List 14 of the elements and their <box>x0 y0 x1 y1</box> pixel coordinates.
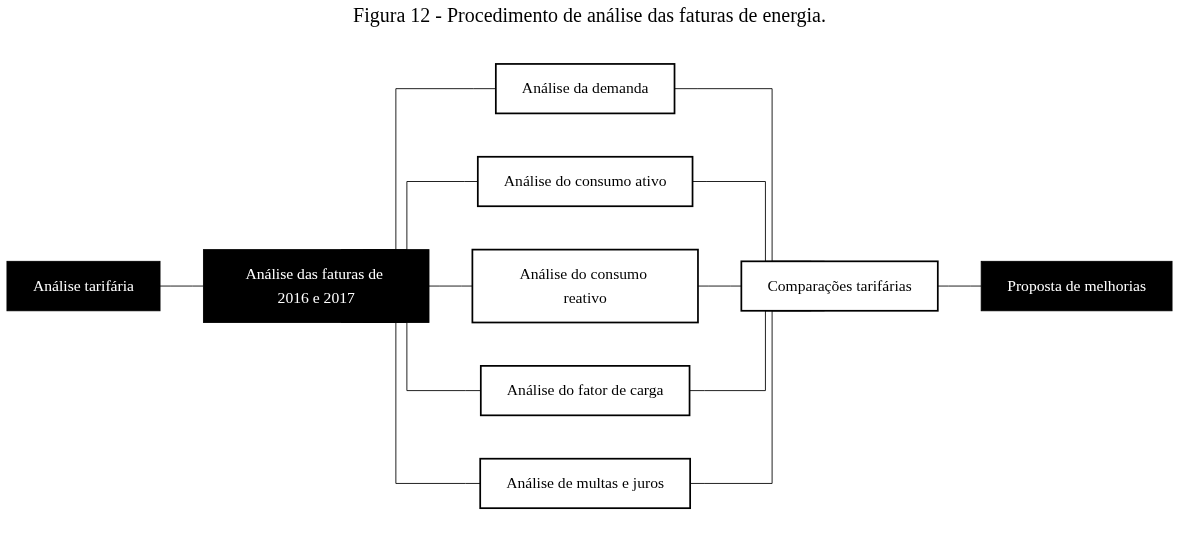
node-box: Análise do consumo ativo <box>476 155 694 208</box>
node-box: Análise tarifária <box>6 260 161 312</box>
node-box: Análise do consumo reativo <box>471 248 699 324</box>
node-box: Análise de multas e juros <box>479 457 691 509</box>
node-box: Análise da demanda <box>494 63 676 115</box>
node-box: Comparações tarifárias <box>740 260 939 312</box>
connector <box>159 285 204 287</box>
node-box: Análise das faturas de 2016 e 2017 <box>203 249 430 323</box>
node-box: Análise do fator de carga <box>479 364 691 417</box>
node-box: Proposta de melhorias <box>980 260 1173 312</box>
connector <box>937 285 982 287</box>
connector <box>697 285 742 287</box>
connector <box>428 285 473 287</box>
figure-title: Figura 12 - Procedimento de análise das faturas de energia. <box>352 4 827 27</box>
